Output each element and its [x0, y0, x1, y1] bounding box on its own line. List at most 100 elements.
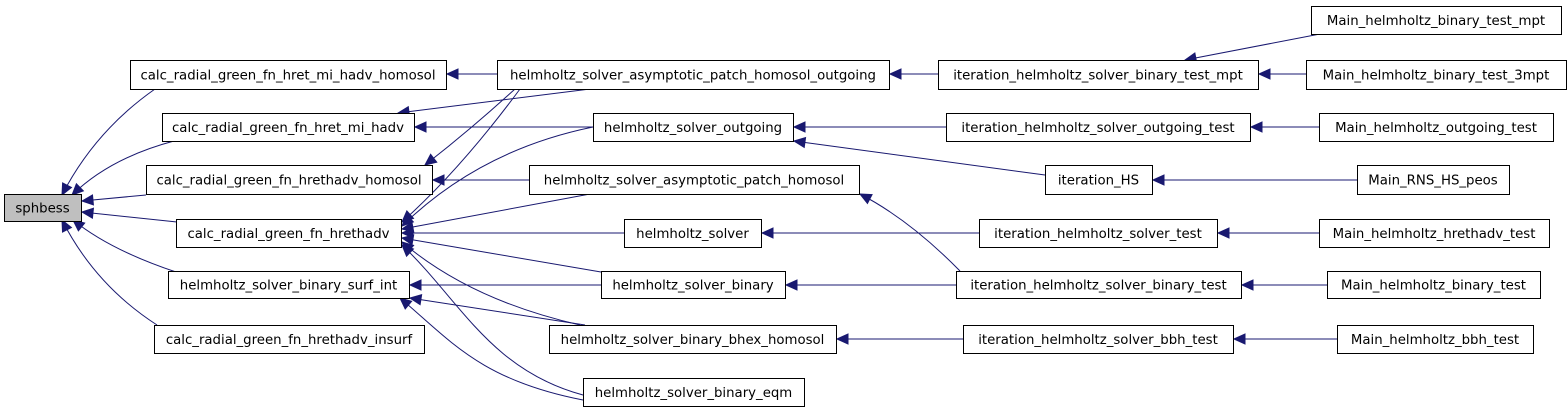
edge-binary-it_binary_test	[784, 279, 956, 291]
edge-solver-it_solver_test	[760, 227, 979, 239]
node-label: helmholtz_solver_outgoing	[604, 121, 782, 136]
arrowhead	[1249, 121, 1263, 133]
node-main_binary_3mpt[interactable]: Main_helmholtz_binary_test_3mpt	[1306, 60, 1567, 90]
arrowhead	[792, 121, 806, 133]
node-box[interactable]	[162, 113, 415, 142]
node-box[interactable]	[1311, 6, 1562, 35]
node-label: Main_helmholtz_hrethadv_test	[1333, 227, 1536, 242]
node-box[interactable]	[1327, 271, 1541, 299]
arrowhead	[71, 182, 85, 196]
node-bhex_homosol[interactable]: helmholtz_solver_binary_bhex_homosol	[549, 325, 837, 354]
edge-sphbess-hrethadv_homosol	[80, 194, 147, 206]
node-box[interactable]	[601, 271, 786, 299]
node-sphbess[interactable]: sphbess	[4, 194, 82, 222]
arrowhead	[792, 136, 807, 149]
edge-it_binary_test-main_binary	[1240, 279, 1327, 291]
node-label: iteration_helmholtz_solver_outgoing_test	[961, 121, 1234, 136]
node-hrethadv_homosol[interactable]: calc_radial_green_fn_hrethadv_homosol	[146, 165, 433, 195]
node-it_bbh_test[interactable]: iteration_helmholtz_solver_bbh_test	[963, 325, 1234, 354]
node-hret_mi_hadv_homosol[interactable]: calc_radial_green_fn_hret_mi_hadv_homoso…	[130, 60, 447, 90]
edge-binary_surf_int-binary	[408, 279, 601, 291]
edge-line	[72, 219, 177, 273]
node-box[interactable]	[624, 219, 762, 248]
node-main_binary[interactable]: Main_helmholtz_binary_test	[1327, 271, 1541, 299]
arrowhead	[401, 213, 415, 227]
arrowhead	[858, 193, 873, 205]
node-it_binary_mpt[interactable]: iteration_helmholtz_solver_binary_test_m…	[938, 60, 1259, 90]
node-box[interactable]	[593, 113, 794, 142]
arrowhead	[445, 68, 459, 80]
edge-line	[397, 88, 591, 114]
node-it_binary_test[interactable]: iteration_helmholtz_solver_binary_test	[956, 271, 1242, 299]
node-hret_mi_hadv[interactable]: calc_radial_green_fn_hret_mi_hadv	[162, 113, 415, 142]
edge-it_binary_mpt-main_binary_3mpt	[1257, 68, 1306, 80]
node-binary_eqm[interactable]: helmholtz_solver_binary_eqm	[583, 378, 805, 407]
edge-line	[399, 297, 584, 401]
node-box[interactable]	[979, 219, 1218, 248]
node-box[interactable]	[1045, 165, 1153, 195]
node-label: iteration_HS	[1058, 174, 1139, 189]
node-main_bbh[interactable]: Main_helmholtz_bbh_test	[1337, 325, 1534, 354]
node-solver[interactable]: helmholtz_solver	[624, 219, 762, 248]
edges-layer	[61, 33, 1357, 401]
edge-it_HS-main_rns	[1151, 174, 1357, 186]
arrowhead	[431, 174, 445, 186]
edge-line	[401, 237, 602, 273]
node-box[interactable]	[529, 165, 860, 195]
node-asym_outgoing[interactable]: helmholtz_solver_asymptotic_patch_homoso…	[497, 60, 890, 90]
node-hrethadv_insurf[interactable]: calc_radial_green_fn_hrethadv_insurf	[154, 325, 425, 354]
node-outgoing[interactable]: helmholtz_solver_outgoing	[593, 113, 794, 142]
node-box[interactable]	[130, 60, 447, 90]
node-box[interactable]	[938, 60, 1259, 90]
edge-hrethadv-bhex_homosol	[401, 241, 581, 326]
node-box[interactable]	[497, 60, 890, 90]
node-label: Main_helmholtz_outgoing_test	[1335, 121, 1537, 136]
node-box[interactable]	[1337, 325, 1534, 354]
edge-hrethadv_homosol-asym_outgoing	[424, 88, 516, 166]
node-it_HS[interactable]: iteration_HS	[1045, 165, 1153, 195]
node-hrethadv[interactable]: calc_radial_green_fn_hrethadv	[176, 219, 402, 248]
node-box[interactable]	[1306, 60, 1567, 90]
node-main_hrethadv[interactable]: Main_helmholtz_hrethadv_test	[1319, 219, 1550, 248]
node-box[interactable]	[963, 325, 1234, 354]
node-box[interactable]	[4, 194, 82, 222]
edge-line	[61, 219, 158, 326]
node-box[interactable]	[1357, 165, 1510, 195]
node-asym_homosol[interactable]: helmholtz_solver_asymptotic_patch_homoso…	[529, 165, 860, 195]
edge-line	[424, 88, 516, 166]
arrowhead	[1232, 333, 1246, 345]
node-label: Main_helmholtz_binary_test	[1341, 279, 1526, 294]
node-box[interactable]	[154, 325, 425, 354]
node-main_outgoing[interactable]: Main_helmholtz_outgoing_test	[1319, 113, 1554, 142]
node-label: calc_radial_green_fn_hrethadv_homosol	[156, 174, 421, 189]
edge-outgoing-it_outgoing_test	[792, 121, 946, 133]
node-box[interactable]	[176, 219, 402, 248]
edge-line	[401, 88, 521, 223]
arrowhead	[760, 227, 774, 239]
node-binary[interactable]: helmholtz_solver_binary	[601, 271, 786, 299]
node-main_rns[interactable]: Main_RNS_HS_peos	[1357, 165, 1510, 195]
node-it_solver_test[interactable]: iteration_helmholtz_solver_test	[979, 219, 1218, 248]
node-box[interactable]	[583, 378, 805, 407]
node-it_outgoing_test[interactable]: iteration_helmholtz_solver_outgoing_test	[946, 113, 1251, 142]
node-box[interactable]	[549, 325, 837, 354]
node-label: iteration_helmholtz_solver_bbh_test	[978, 333, 1218, 348]
node-box[interactable]	[146, 165, 433, 195]
edge-sphbess-hrethadv_insurf	[61, 218, 158, 326]
arrowhead	[784, 279, 798, 291]
node-binary_surf_int[interactable]: helmholtz_solver_binary_surf_int	[168, 271, 410, 299]
node-label: calc_radial_green_fn_hret_mi_hadv	[172, 121, 404, 136]
arrowhead	[1151, 174, 1165, 186]
node-box[interactable]	[1319, 219, 1550, 248]
edge-hrethadv_homosol-asym_homosol	[431, 174, 529, 186]
node-box[interactable]	[1319, 113, 1554, 142]
node-main_binary_mpt[interactable]: Main_helmholtz_binary_test_mpt	[1311, 6, 1562, 35]
edge-binary_surf_int-bhex_homosol	[408, 294, 586, 326]
edge-line	[401, 241, 581, 326]
edge-line	[409, 297, 586, 326]
node-label: Main_helmholtz_binary_test_3mpt	[1323, 69, 1550, 84]
node-label: helmholtz_solver	[636, 227, 749, 242]
node-box[interactable]	[946, 113, 1251, 142]
node-box[interactable]	[168, 271, 410, 299]
node-box[interactable]	[956, 271, 1242, 299]
